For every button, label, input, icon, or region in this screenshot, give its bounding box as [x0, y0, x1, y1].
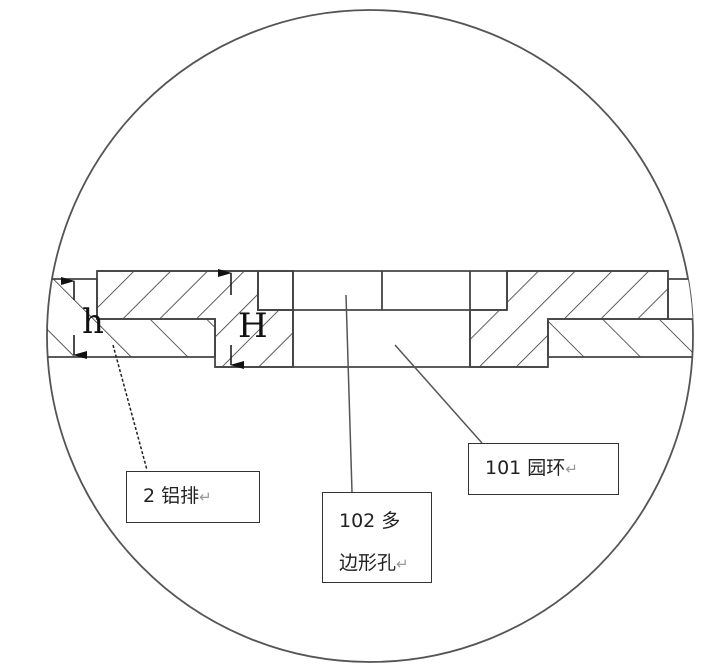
return-mark: ↵: [396, 554, 409, 573]
return-mark: ↵: [199, 488, 212, 506]
dimension-H-label: H: [238, 306, 268, 346]
label-aluminum-bar: 2 铝排↵: [126, 471, 260, 523]
leader-ring: [394, 344, 483, 444]
polygon-hole: [97, 270, 668, 368]
return-mark: ↵: [565, 460, 578, 478]
leader-aluminum-bar: [112, 344, 148, 471]
dimension-h-label: h: [82, 302, 104, 342]
label-polygon-hole-line2: 边形孔: [339, 551, 397, 574]
leader-polygon-hole: [345, 294, 353, 493]
label-ring: 101 园环↵: [468, 443, 619, 495]
label-ring-text: 101 园环: [485, 457, 566, 479]
label-polygon-hole-line1: 102 多: [339, 510, 401, 532]
label-polygon-hole: 102 多 边形孔↵: [322, 492, 432, 583]
label-aluminum-bar-text: 2 铝排: [143, 485, 200, 507]
